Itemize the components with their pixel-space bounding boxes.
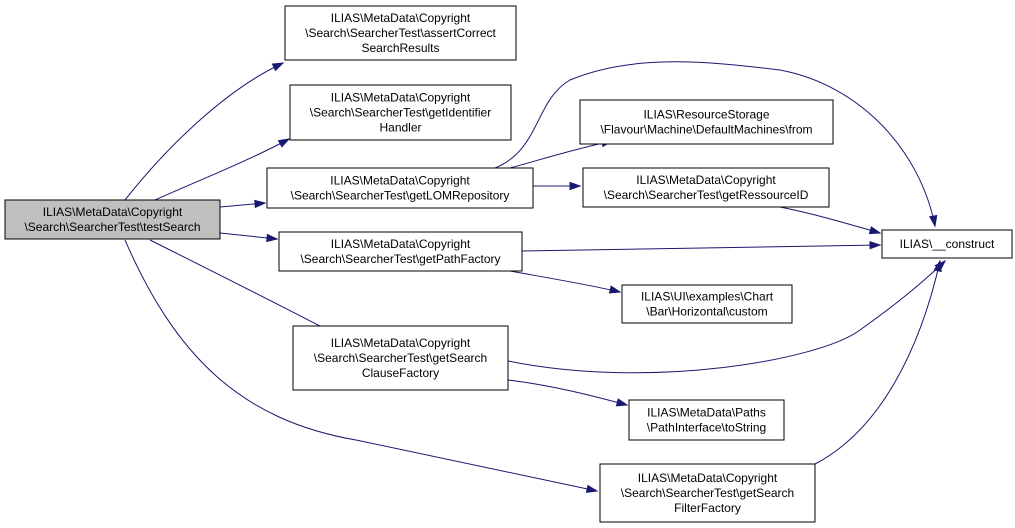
edge-getRessource-to-construct — [779, 206, 882, 235]
node-getLOM[interactable]: ILIAS\MetaData\Copyright\Search\Searcher… — [266, 167, 534, 209]
node-label-line: \Search\SearcherTest\assertCorrect — [305, 26, 496, 40]
node-label-line: \Bar\Horizontal\custom — [646, 305, 767, 319]
node-label-line: \Flavour\Machine\DefaultMachines\from — [600, 123, 812, 137]
node-label-line: \Search\SearcherTest\getPathFactory — [300, 252, 500, 266]
node-box — [628, 399, 785, 441]
node-label-line: ILIAS\MetaData\Copyright — [331, 11, 471, 25]
arrowhead — [585, 484, 599, 493]
node-label-line: \Search\SearcherTest\getSearch — [314, 351, 487, 365]
node-label-line: ILIAS\__construct — [900, 237, 995, 251]
node-label-line: Handler — [379, 121, 421, 135]
edge-getFilter-to-construct — [814, 259, 942, 465]
node-construct[interactable]: ILIAS\__construct — [881, 229, 1013, 259]
node-label-line: ILIAS\MetaData\Copyright — [638, 471, 778, 485]
edges-layer — [124, 61, 947, 493]
node-label-line: SearchResults — [361, 41, 439, 55]
arrowhead — [608, 285, 622, 294]
arrowhead — [569, 181, 582, 191]
arrowhead — [869, 240, 882, 250]
edge-getPathFactory-to-construct — [521, 240, 882, 252]
nodes-layer: ILIAS\MetaData\Copyright\Search\Searcher… — [4, 5, 1013, 523]
node-label-line: \Search\SearcherTest\getRessourceID — [604, 188, 809, 202]
arrowhead — [868, 226, 882, 235]
edge-getLOM-to-construct — [494, 61, 938, 228]
node-label-line: ILIAS\MetaData\Copyright — [331, 91, 471, 105]
node-label-line: ClauseFactory — [362, 366, 439, 380]
node-box — [292, 325, 509, 391]
node-box — [278, 231, 523, 272]
node-box — [621, 284, 793, 324]
edge-testSearch-to-getPathFactory — [219, 232, 279, 243]
edge-getLOM-to-getRessource — [533, 181, 582, 191]
node-box — [266, 167, 534, 209]
arrowhead — [271, 62, 285, 72]
node-box — [4, 199, 221, 240]
arrowhead — [929, 214, 938, 228]
node-label-line: ILIAS\MetaData\Copyright — [43, 205, 183, 219]
node-label-line: ILIAS\MetaData\Copyright — [331, 336, 471, 350]
node-label-line: ILIAS\MetaData\Paths — [647, 406, 766, 420]
edge-testSearch-to-getLOM — [219, 199, 267, 209]
arrowhead — [615, 398, 629, 407]
node-label-line: \Search\SearcherTest\testSearch — [24, 220, 200, 234]
node-from[interactable]: ILIAS\ResourceStorage\Flavour\Machine\De… — [579, 99, 834, 145]
node-toString[interactable]: ILIAS\MetaData\Paths\PathInterface\toStr… — [628, 399, 785, 441]
node-box — [579, 99, 834, 145]
node-label-line: \Search\SearcherTest\getIdentifier — [310, 106, 491, 120]
node-box — [881, 229, 1013, 259]
edge-getClause-to-toString — [507, 379, 629, 407]
node-getPathFactory[interactable]: ILIAS\MetaData\Copyright\Search\Searcher… — [278, 231, 523, 272]
node-getClause[interactable]: ILIAS\MetaData\Copyright\Search\Searcher… — [292, 325, 509, 391]
arrowhead — [266, 233, 279, 243]
arrowhead — [277, 138, 291, 148]
node-label-line: ILIAS\MetaData\Copyright — [636, 173, 776, 187]
node-getFilter[interactable]: ILIAS\MetaData\Copyright\Search\Searcher… — [599, 463, 816, 523]
node-box — [582, 167, 830, 208]
node-assertCorrect[interactable]: ILIAS\MetaData\Copyright\Search\Searcher… — [284, 5, 517, 61]
node-box — [599, 463, 816, 523]
arrowhead — [933, 259, 942, 273]
node-custom[interactable]: ILIAS\UI\examples\Chart\Bar\Horizontal\c… — [621, 284, 793, 324]
edge-getPathFactory-to-custom — [509, 270, 622, 294]
node-label-line: ILIAS\ResourceStorage — [643, 108, 769, 122]
node-testSearch[interactable]: ILIAS\MetaData\Copyright\Search\Searcher… — [4, 199, 221, 240]
node-box — [284, 5, 517, 61]
node-label-line: FilterFactory — [674, 501, 741, 515]
node-label-line: \Search\SearcherTest\getLOMRepository — [291, 189, 510, 203]
arrowhead — [254, 199, 267, 209]
node-box — [289, 84, 512, 141]
node-label-line: \PathInterface\toString — [647, 421, 766, 435]
edge-testSearch-to-assertCorrect — [124, 62, 285, 201]
edge-testSearch-to-getIdentifier — [154, 138, 291, 201]
edge-testSearch-to-getFilter — [124, 239, 599, 493]
node-label-line: ILIAS\MetaData\Copyright — [331, 237, 471, 251]
node-getRessource[interactable]: ILIAS\MetaData\Copyright\Search\Searcher… — [582, 167, 830, 208]
node-label-line: ILIAS\MetaData\Copyright — [330, 174, 470, 188]
node-getIdentifier[interactable]: ILIAS\MetaData\Copyright\Search\Searcher… — [289, 84, 512, 141]
node-label-line: ILIAS\UI\examples\Chart — [641, 290, 774, 304]
node-label-line: \Search\SearcherTest\getSearch — [621, 486, 794, 500]
